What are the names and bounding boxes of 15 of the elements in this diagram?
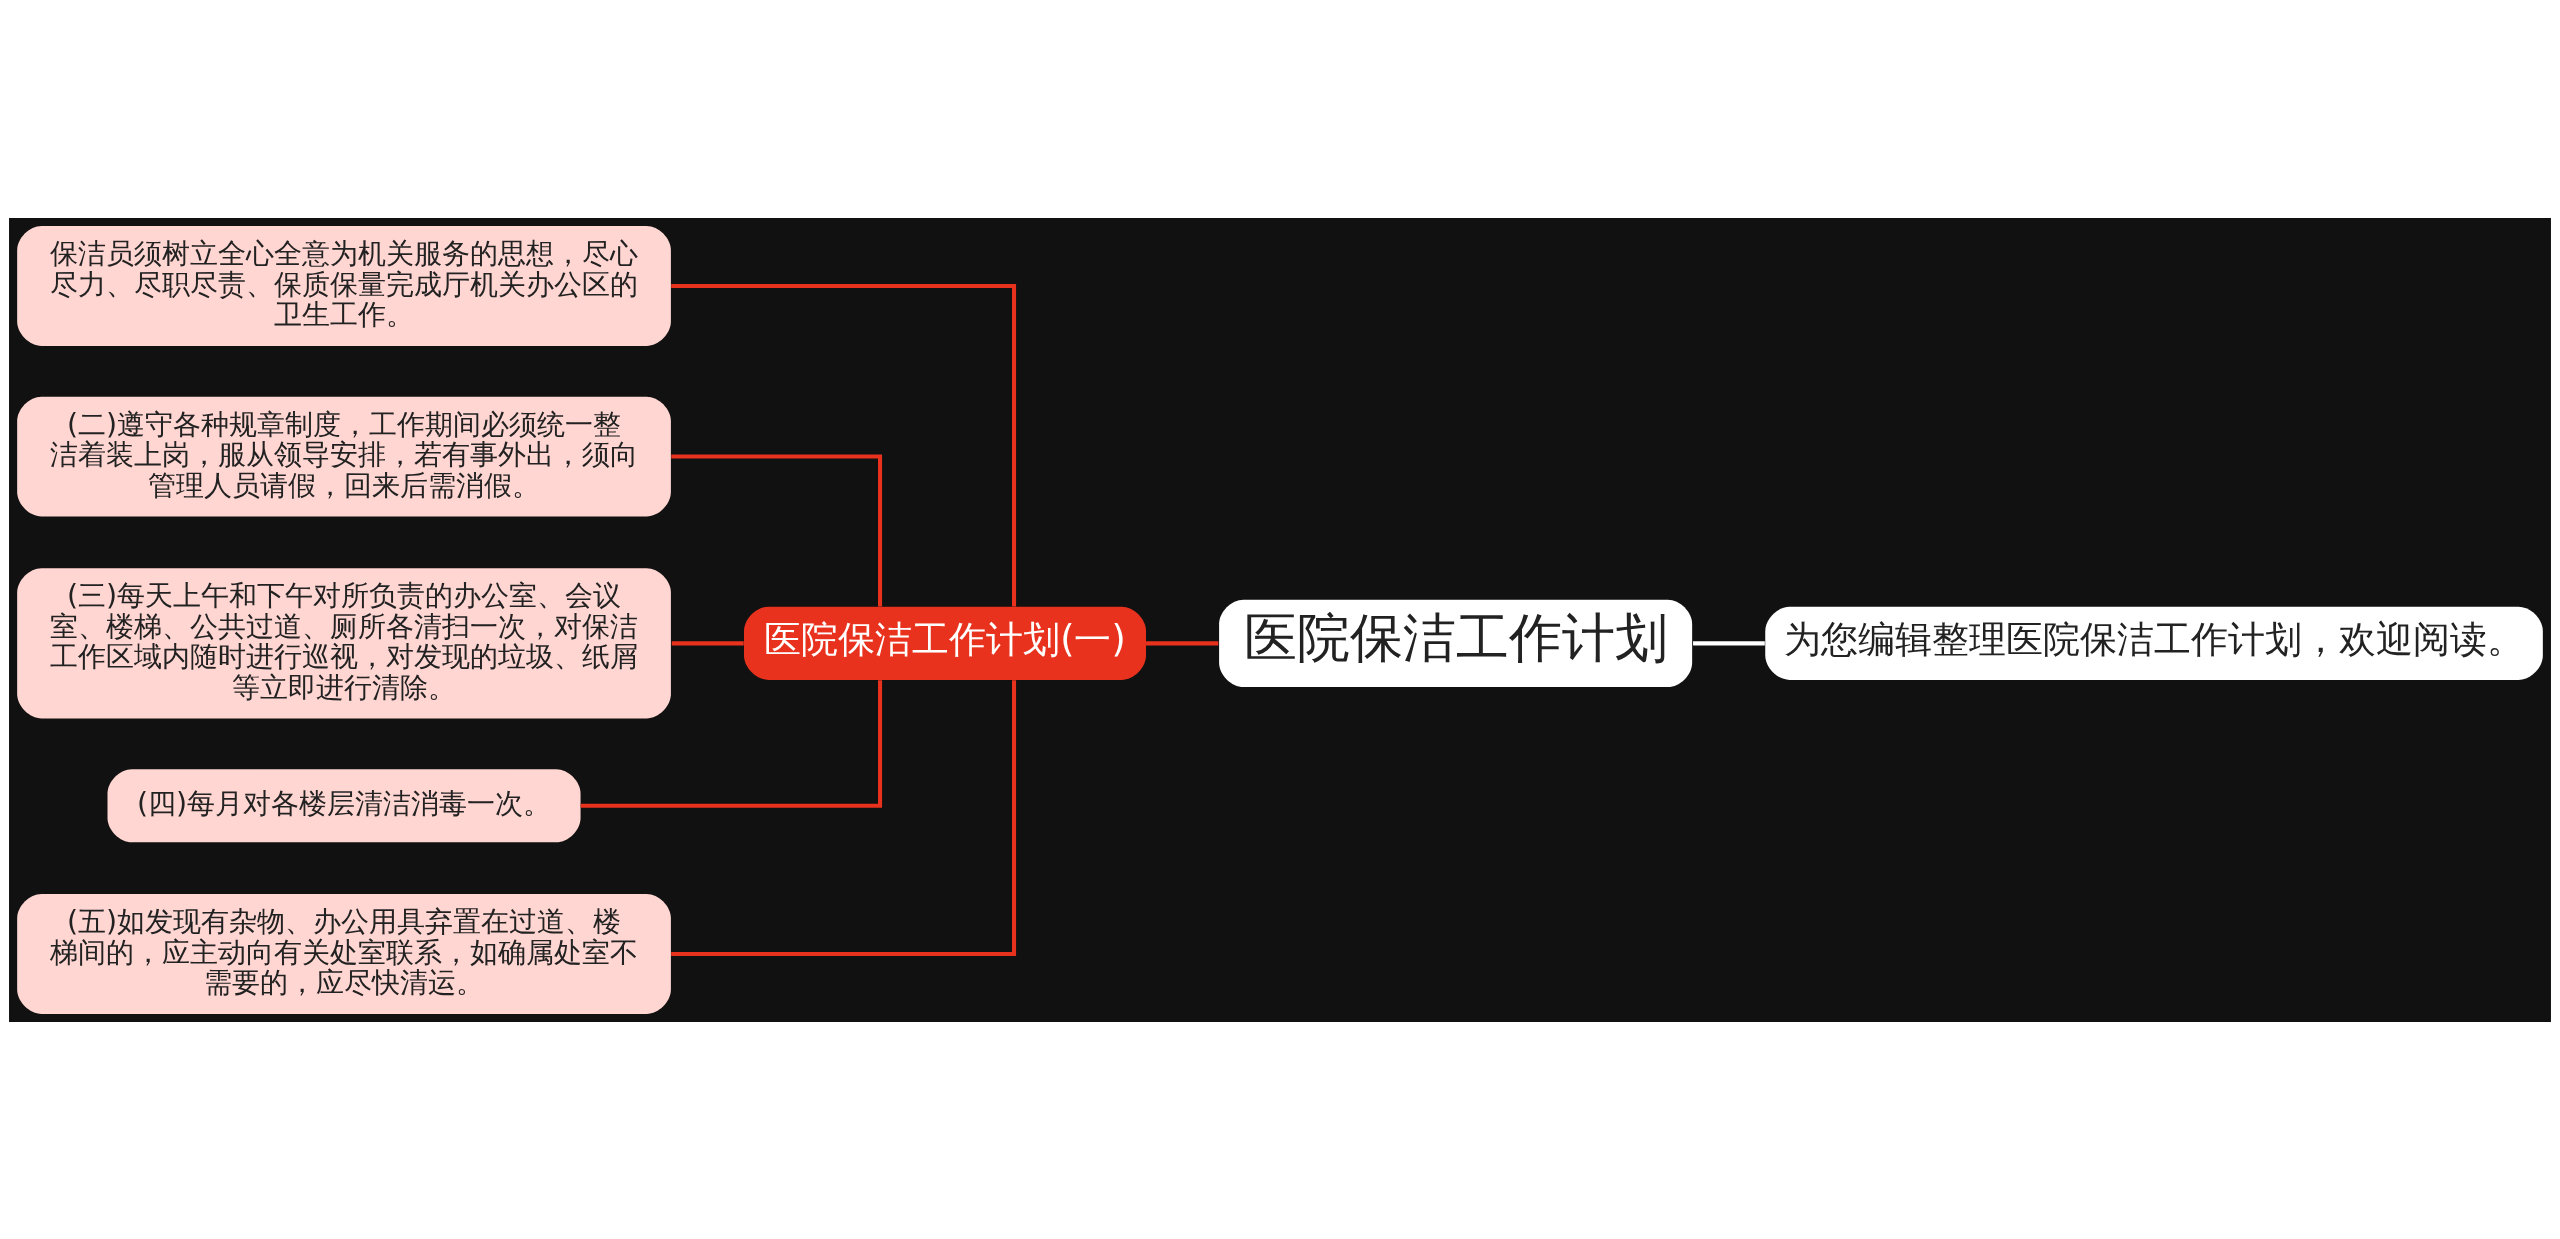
node-box: 医院保洁工作计划 bbox=[1219, 599, 1693, 687]
connector bbox=[671, 640, 744, 645]
connector bbox=[1146, 640, 1219, 645]
node-box: (四)每月对各楼层清洁消毒一次。 bbox=[107, 768, 581, 842]
connector bbox=[580, 679, 883, 808]
node-box: 为您编辑整理医院保洁工作计划，欢迎阅读。 bbox=[1765, 606, 2543, 680]
connector bbox=[1693, 640, 1765, 645]
connector bbox=[671, 283, 1017, 606]
node-box: 医院保洁工作计划(一) bbox=[744, 606, 1146, 680]
node-box: (三)每天上午和下午对所负责的办公室、会议室、楼梯、公共过道、厕所各清扫一次，对保洁工作区域内随时进行巡视，对发现的垃圾、纸屑等立即进行清除。 bbox=[17, 567, 671, 718]
node-box: (二)遵守各种规章制度，工作期间必须统一整洁着装上岗，服从领导安排，若有事外出，须向管理人员请假，回来后需消假。 bbox=[17, 396, 671, 516]
node-box: (五)如发现有杂物、办公用具弃置在过道、楼梯间的，应主动向有关处室联系，如确属处室不需要的，应尽快清运。 bbox=[17, 893, 671, 1014]
connector bbox=[671, 679, 1017, 956]
node-box: 保洁员须树立全心全意为机关服务的思想，尽心尽力、尽职尽责、保质保量完成厅机关办公区的卫生工作。 bbox=[17, 225, 671, 346]
connector bbox=[671, 454, 883, 606]
